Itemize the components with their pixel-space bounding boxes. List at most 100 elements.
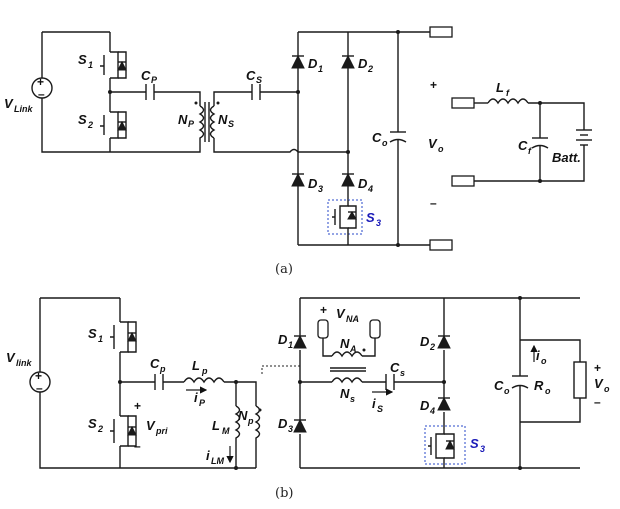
figure-b: + – V link S 1 S 2 + V pri – C: [6, 296, 610, 501]
svg-text:3: 3: [318, 184, 323, 194]
terminal-filter-top-a: [451, 97, 475, 109]
io-label-b: i: [536, 348, 540, 363]
diode-d4-b: [437, 396, 451, 411]
cs-label-a: C: [246, 68, 256, 83]
vna-label-b: V: [336, 306, 346, 321]
terminal-bottom-a: [429, 239, 453, 251]
lp-label-b: L: [192, 358, 200, 373]
svg-text:f: f: [528, 146, 532, 156]
svg-text:1: 1: [318, 64, 323, 74]
cs-label-b: C: [390, 360, 400, 375]
diode-d1-b: [293, 334, 307, 349]
svg-text:s: s: [350, 394, 355, 404]
figure-a: + – V Link S 1 S 2 C P: [4, 26, 592, 277]
diode-d3-b: [293, 418, 307, 433]
cp-capacitor-a: [145, 84, 155, 100]
svg-text:2: 2: [429, 342, 435, 352]
svg-text:P: P: [199, 398, 206, 408]
vlink-label-a: V: [4, 96, 14, 111]
svg-text:–: –: [594, 395, 601, 409]
d3-label-b: D: [278, 416, 288, 431]
d1-label-b: D: [278, 332, 288, 347]
np-winding-b: [254, 405, 261, 468]
s1-label-a: S: [78, 52, 87, 67]
svg-text:2: 2: [367, 64, 373, 74]
s2-label-b: S: [88, 416, 97, 431]
diode-d1-a: [291, 54, 305, 69]
svg-text:o: o: [604, 384, 610, 394]
switch-s2-a: [100, 111, 127, 139]
s3-label-b: S: [470, 436, 479, 451]
svg-text:LM: LM: [211, 456, 224, 466]
svg-text:S: S: [256, 75, 262, 85]
s1-label-b: S: [88, 326, 97, 341]
svg-text:s: s: [400, 368, 405, 378]
svg-text:+: +: [35, 369, 42, 383]
svg-text:+: +: [430, 78, 437, 92]
caption-a: (a): [275, 262, 293, 277]
co-label-a: C: [372, 130, 382, 145]
svg-text:–: –: [430, 196, 437, 210]
ns-winding-b: [331, 377, 363, 384]
cf-label-a: C: [518, 138, 528, 153]
battery-a: [576, 129, 592, 148]
d4-label-a: D: [358, 176, 368, 191]
svg-text:–: –: [38, 87, 45, 101]
svg-text:+: +: [594, 361, 601, 375]
co-label-b: C: [494, 378, 504, 393]
svg-text:p: p: [201, 366, 208, 376]
d1-label-a: D: [308, 56, 318, 71]
svg-text:3: 3: [480, 444, 485, 454]
switch-s1-b: [110, 321, 137, 353]
svg-text:link: link: [16, 358, 32, 368]
ns-label-b: N: [340, 386, 350, 401]
svg-text:P: P: [151, 75, 158, 85]
source-a: + –: [31, 75, 53, 101]
lf-inductor-a: [487, 98, 529, 105]
switch-s3-a: [332, 200, 357, 245]
svg-text:o: o: [545, 386, 551, 396]
svg-text:1: 1: [98, 334, 103, 344]
batt-label-a: Batt.: [552, 150, 581, 165]
vlink-sub-a: Link: [14, 104, 33, 114]
svg-text:1: 1: [88, 60, 93, 70]
svg-text:+: +: [320, 303, 327, 317]
svg-text:2: 2: [97, 424, 103, 434]
svg-text:o: o: [438, 144, 444, 154]
svg-text:P: P: [188, 119, 195, 129]
cp-label-b: C: [150, 356, 160, 371]
lf-label-a: L: [496, 80, 504, 95]
caption-b: (b): [275, 486, 293, 501]
svg-text:p: p: [247, 416, 254, 426]
svg-text:M: M: [222, 426, 230, 436]
svg-text:o: o: [541, 356, 547, 366]
diode-d2-a: [341, 54, 355, 69]
vlink-label-b: V: [6, 350, 16, 365]
cs-capacitor-a: [251, 84, 261, 100]
na-label-b: N: [340, 336, 350, 351]
terminal-filter-bottom-a: [451, 175, 475, 187]
diode-d2-b: [437, 334, 451, 349]
svg-text:4: 4: [429, 406, 435, 416]
svg-text:3: 3: [376, 218, 381, 228]
vpri-label-b: V: [146, 418, 156, 433]
lm-inductor-b: [234, 405, 241, 468]
cp-label-a: C: [141, 68, 151, 83]
s2-label-a: S: [78, 112, 87, 127]
svg-text:–: –: [134, 439, 141, 453]
svg-text:S: S: [228, 119, 234, 129]
ilm-label-b: i: [206, 448, 210, 463]
s3-box-b: [424, 425, 466, 465]
d4-label-b: D: [420, 398, 430, 413]
d2-label-a: D: [358, 56, 368, 71]
svg-text:4: 4: [367, 184, 373, 194]
terminal-top-a: [429, 26, 453, 38]
lm-label-b: L: [212, 418, 220, 433]
is-label-b: i: [372, 396, 376, 411]
switch-s1-a: [100, 51, 127, 79]
svg-text:A: A: [349, 344, 357, 354]
switch-s3-b: [428, 428, 455, 468]
lp-inductor-b: [183, 377, 225, 384]
np-label-a: N: [178, 112, 188, 127]
diode-d3-a: [291, 172, 305, 187]
